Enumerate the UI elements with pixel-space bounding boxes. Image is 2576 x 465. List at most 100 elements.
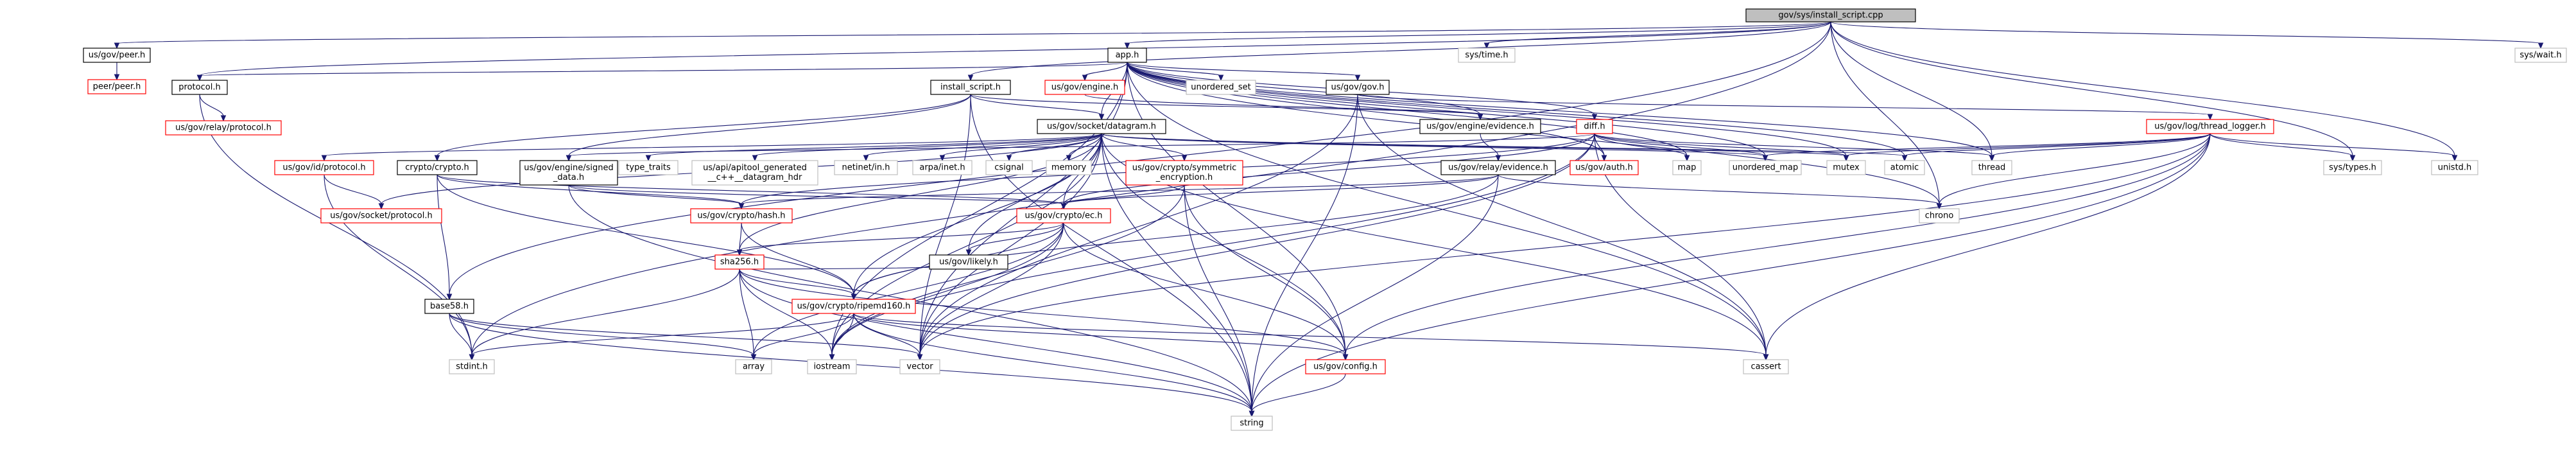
- node-cryptohash[interactable]: us/gov/crypto/hash.h: [690, 208, 793, 224]
- edge-idproto-to-socketproto: [324, 174, 385, 210]
- node-label: stdint.h: [456, 362, 487, 372]
- node-label: diff.h: [1584, 122, 1605, 132]
- edge-crypto-to-ripemd: [437, 174, 857, 301]
- node-box: [690, 208, 793, 224]
- node-label: unistd.h: [2438, 163, 2472, 173]
- node-relayproto[interactable]: us/gov/relay/protocol.h: [165, 120, 282, 136]
- node-unistd: unistd.h: [2431, 160, 2478, 175]
- node-box: [449, 359, 495, 374]
- node-label: us/gov/socket/protocol.h: [330, 211, 433, 221]
- node-label: us/gov/engine/evidence.h: [1426, 122, 1534, 132]
- node-relayevidence[interactable]: us/gov/relay/evidence.h: [1440, 160, 1556, 175]
- node-cassert: cassert: [1743, 359, 1789, 374]
- node-label: us/gov/relay/evidence.h: [1448, 163, 1548, 173]
- node-ripemd[interactable]: us/gov/crypto/ripemd160.h: [791, 299, 916, 314]
- node-box: [985, 160, 1033, 175]
- node-mutex: mutex: [1826, 160, 1866, 175]
- node-label: us/gov/id/protocol.h: [282, 163, 365, 173]
- node-protocol[interactable]: protocol.h: [171, 80, 228, 95]
- node-label: sha256.h: [720, 258, 759, 267]
- node-installsh[interactable]: install_script.h: [930, 80, 1011, 95]
- node-arpainet: arpa/inet.h: [912, 160, 972, 175]
- edge-ec-to-likely: [965, 222, 1064, 256]
- node-diff[interactable]: diff.h: [1576, 119, 1613, 134]
- edge-app-to-govauth: [1127, 62, 1607, 162]
- node-systime: sys/time.h: [1458, 48, 1516, 63]
- node-label: install_script.h: [940, 83, 1001, 92]
- edge-root-to-unistd: [1830, 21, 2458, 162]
- node-box: [2146, 119, 2274, 134]
- node-box: [1729, 160, 1802, 175]
- node-label: array: [743, 362, 765, 372]
- node-threadlogger[interactable]: us/gov/log/thread_logger.h: [2146, 119, 2274, 134]
- node-iostream: iostream: [807, 359, 857, 374]
- edge-app-to-engineh: [1082, 62, 1128, 82]
- edge-peer_h-to-peerpeer: [114, 62, 120, 81]
- node-label: us/gov/relay/protocol.h: [175, 123, 272, 133]
- edge-threadlogger-to-atomic: [1901, 133, 2211, 162]
- node-evidence[interactable]: us/gov/engine/evidence.h: [1419, 119, 1541, 134]
- node-box: [1884, 160, 1925, 175]
- node-label: _data.h: [553, 173, 584, 182]
- node-box: [1576, 119, 1613, 134]
- node-label: csignal: [994, 163, 1024, 173]
- node-sha256[interactable]: sha256.h: [714, 254, 765, 270]
- node-label: type_traits: [626, 163, 671, 173]
- node-string: string: [1231, 416, 1273, 431]
- node-datagram[interactable]: us/gov/socket/datagram.h: [1037, 119, 1166, 134]
- node-root[interactable]: gov/sys/install_script.cpp: [1745, 8, 1916, 22]
- node-crypto[interactable]: crypto/crypto.h: [397, 160, 478, 175]
- edge-idproto-to-stdint: [324, 174, 475, 361]
- node-box: [87, 79, 146, 94]
- node-label: __c++__datagram_hdr: [707, 173, 802, 182]
- node-govh[interactable]: us/gov/gov.h: [1326, 80, 1390, 95]
- node-label: us/gov/config.h: [1313, 362, 1378, 372]
- node-label: base58.h: [430, 302, 469, 311]
- node-box: [714, 254, 765, 270]
- node-label: us/gov/gov.h: [1331, 83, 1385, 92]
- edge-relayevidence-to-cryptohash: [738, 174, 1499, 210]
- node-idproto[interactable]: us/gov/id/protocol.h: [274, 160, 374, 175]
- node-engineh[interactable]: us/gov/engine.h: [1044, 80, 1125, 95]
- node-box: [929, 254, 1008, 270]
- edge-symenc-to-string: [1184, 184, 1255, 417]
- node-label: arpa/inet.h: [919, 163, 965, 173]
- edge-datagram-to-idproto: [321, 133, 1102, 162]
- node-likely[interactable]: us/gov/likely.h: [929, 254, 1008, 270]
- nodes-layer: gov/sys/install_script.cpp us/gov/peer.h p…: [83, 8, 2567, 431]
- node-app[interactable]: app.h: [1107, 48, 1147, 63]
- node-peerpeer[interactable]: peer/peer.h: [87, 79, 146, 94]
- node-peer_h[interactable]: us/gov/peer.h: [83, 48, 151, 63]
- edge-app-to-atomic: [1127, 62, 1908, 162]
- node-socketproto[interactable]: us/gov/socket/protocol.h: [320, 208, 442, 224]
- node-ec[interactable]: us/gov/crypto/ec.h: [1016, 208, 1111, 224]
- node-label: app.h: [1116, 51, 1139, 60]
- node-box: [1037, 119, 1166, 134]
- node-signed[interactable]: us/gov/engine/signed_data.h: [519, 160, 618, 186]
- node-map: map: [1672, 160, 1702, 175]
- edge-datagram-to-netinet: [863, 133, 1102, 162]
- node-label: gov/sys/install_script.cpp: [1778, 11, 1883, 21]
- node-govauth[interactable]: us/gov/auth.h: [1569, 160, 1639, 175]
- node-box: [397, 160, 478, 175]
- node-unordered_map: unordered_map: [1729, 160, 1802, 175]
- node-label: sys/types.h: [2329, 163, 2376, 173]
- node-apitool: us/api/apitool_generated__c++__datagram_…: [691, 160, 818, 186]
- node-label: us/gov/engine.h: [1051, 83, 1118, 92]
- edge-root-to-systime: [1483, 21, 1831, 49]
- node-label: us/gov/engine/signed: [524, 163, 614, 173]
- node-box: [519, 160, 618, 186]
- node-box: [274, 160, 374, 175]
- node-box: [1971, 160, 2012, 175]
- node-base58[interactable]: base58.h: [424, 299, 474, 314]
- edge-protocol-to-relayproto: [199, 94, 227, 122]
- node-csignal: csignal: [985, 160, 1033, 175]
- node-vector: vector: [899, 359, 940, 374]
- node-symenc[interactable]: us/gov/crypto/symmetric_encryption.h: [1125, 160, 1243, 186]
- node-label: string: [1240, 419, 1263, 428]
- node-box: [807, 359, 857, 374]
- node-label: _encryption.h: [1155, 173, 1213, 182]
- node-array: array: [735, 359, 772, 374]
- node-label: sys/wait.h: [2520, 51, 2561, 60]
- node-config[interactable]: us/gov/config.h: [1305, 359, 1386, 374]
